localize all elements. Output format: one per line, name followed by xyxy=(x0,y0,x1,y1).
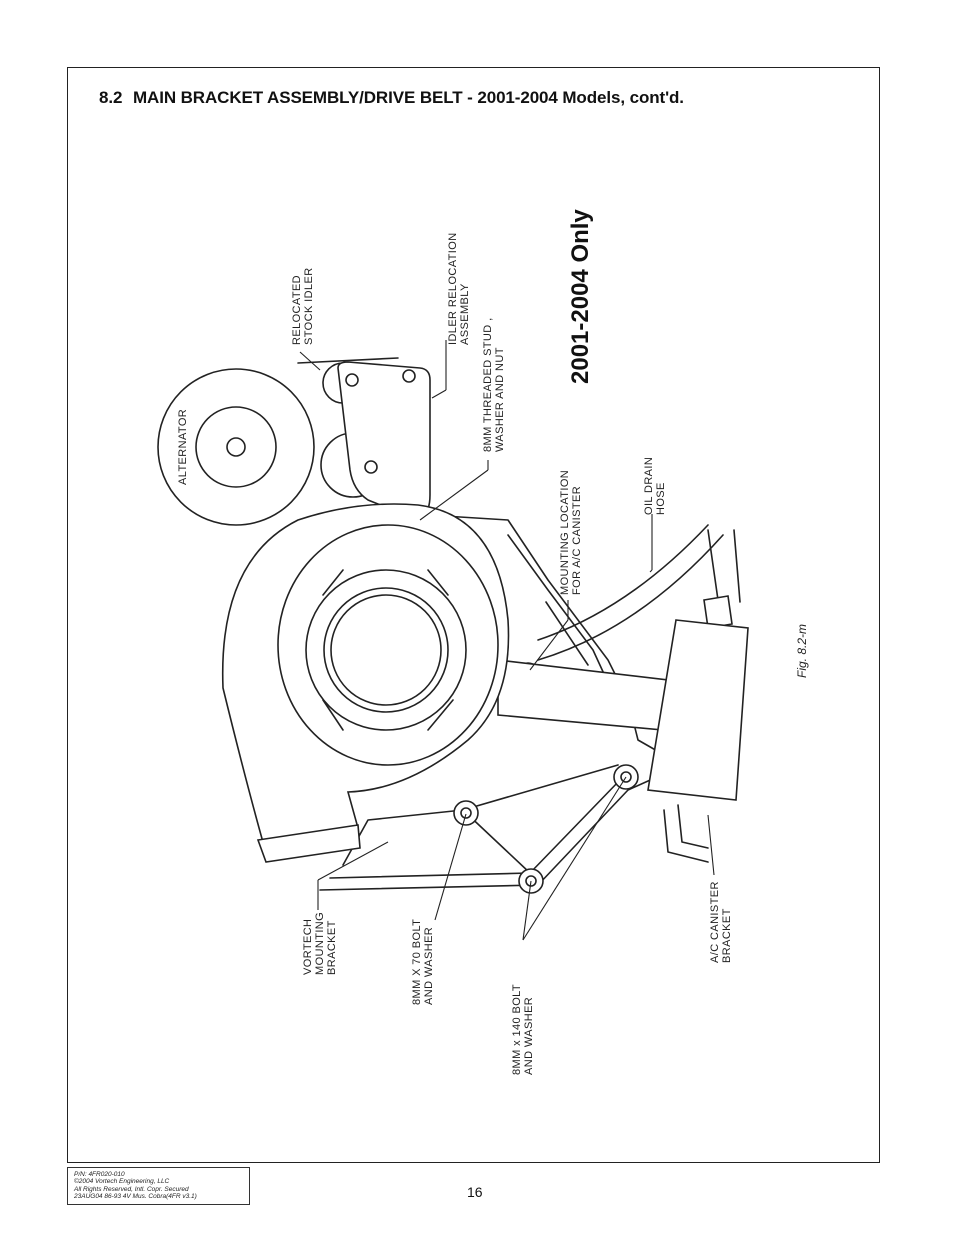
page-number: 16 xyxy=(467,1184,483,1200)
label-relocated-idler: RELOCATED STOCK IDLER xyxy=(291,267,315,345)
label-bolt-70: 8MM X 70 BOLT AND WASHER xyxy=(411,919,435,1005)
label-idler-relocation: IDLER RELOCATION ASSEMBLY xyxy=(447,232,471,345)
section-heading: 8.2 MAIN BRACKET ASSEMBLY/DRIVE BELT - 2… xyxy=(99,88,684,108)
label-alternator: ALTERNATOR xyxy=(177,409,189,485)
svg-text:AND WASHER: AND WASHER xyxy=(423,927,435,1005)
label-ac-bracket: A/C CANISTER BRACKET xyxy=(709,881,733,963)
support-arm xyxy=(497,659,669,731)
svg-text:OIL DRAIN: OIL DRAIN xyxy=(643,457,655,515)
svg-text:BRACKET: BRACKET xyxy=(721,908,733,963)
section-number: 8.2 xyxy=(99,88,123,107)
svg-text:VORTECH: VORTECH xyxy=(302,919,314,975)
footer-rights: All Rights Reserved, Intl. Copr. Secured xyxy=(74,1185,189,1193)
supercharger-drawing xyxy=(221,503,510,863)
svg-text:ASSEMBLY: ASSEMBLY xyxy=(459,283,471,345)
footer-copyright: ©2004 Vortech Engineering, LLC xyxy=(74,1178,170,1186)
svg-text:FOR A/C CANISTER: FOR A/C CANISTER xyxy=(571,486,583,595)
svg-text:IDLER RELOCATION: IDLER RELOCATION xyxy=(447,232,459,345)
footer-part-number: P/N: 4FR020-010 xyxy=(74,1171,125,1178)
label-oil-drain: OIL DRAIN HOSE xyxy=(643,457,667,515)
section-title: MAIN BRACKET ASSEMBLY/DRIVE BELT - 2001-… xyxy=(132,88,684,107)
alternator-drawing xyxy=(157,368,315,526)
svg-text:A/C CANISTER: A/C CANISTER xyxy=(709,881,721,963)
oil-drain-hose xyxy=(537,524,709,641)
leader-lines xyxy=(299,340,715,941)
svg-text:HOSE: HOSE xyxy=(655,482,667,515)
svg-text:AND WASHER: AND WASHER xyxy=(523,997,535,1075)
svg-text:WASHER AND NUT: WASHER AND NUT xyxy=(494,347,506,452)
footer-info-box: P/N: 4FR020-010 ©2004 Vortech Engineerin… xyxy=(67,1167,250,1205)
svg-text:MOUNTING: MOUNTING xyxy=(314,912,326,975)
svg-text:ALTERNATOR: ALTERNATOR xyxy=(177,409,189,485)
label-mounting-location: MOUNTING LOCATION FOR A/C CANISTER xyxy=(559,470,583,595)
idler-relocation-plate xyxy=(337,361,431,521)
svg-text:Fig. 8.2-m: Fig. 8.2-m xyxy=(795,624,809,678)
svg-text:8MM X 70 BOLT: 8MM X 70 BOLT xyxy=(411,919,423,1005)
svg-text:8MM THREADED STUD ,: 8MM THREADED STUD , xyxy=(482,317,494,452)
svg-text:8MM x 140 BOLT: 8MM x 140 BOLT xyxy=(511,984,523,1075)
label-bolt-140: 8MM x 140 BOLT AND WASHER xyxy=(511,984,535,1075)
label-threaded-stud: 8MM THREADED STUD , WASHER AND NUT xyxy=(482,317,506,452)
figure-caption: Fig. 8.2-m xyxy=(795,624,809,678)
ac-canister-drawing xyxy=(647,529,749,863)
page-frame xyxy=(67,67,880,1163)
svg-text:STOCK IDLER: STOCK IDLER xyxy=(303,267,315,345)
svg-text:BRACKET: BRACKET xyxy=(326,920,338,975)
svg-text:2001-2004 Only: 2001-2004 Only xyxy=(567,209,594,384)
svg-text:MOUNTING LOCATION: MOUNTING LOCATION xyxy=(559,470,571,595)
banner-2001-2004-only: 2001-2004 Only xyxy=(567,209,594,384)
svg-text:RELOCATED: RELOCATED xyxy=(291,275,303,345)
figure-drawing: ALTERNATOR RELOCATED STOCK IDLER IDLER R… xyxy=(157,209,809,1075)
label-vortech-bracket: VORTECH MOUNTING BRACKET xyxy=(302,912,338,975)
footer-revision: 23AUG04 86-93 4V Mus. Cobra(4FR v3.1) xyxy=(74,1192,197,1200)
